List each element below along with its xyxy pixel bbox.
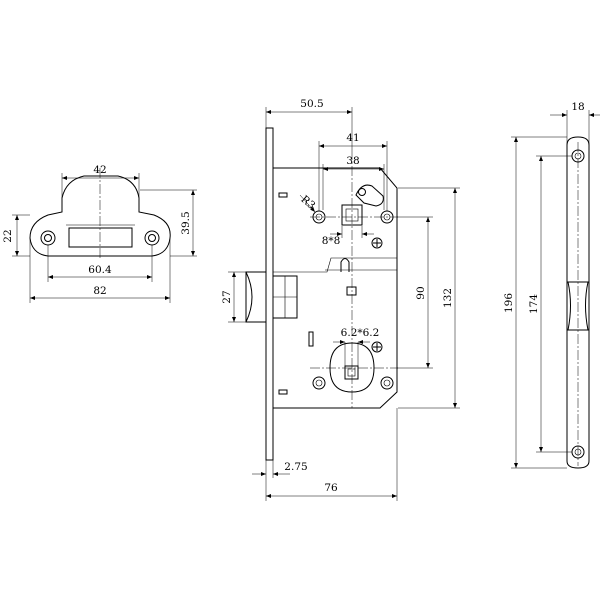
- case-screw-hole-right-lower: [380, 376, 394, 390]
- strike-screw-hole-left: [40, 230, 56, 246]
- dim-faceplate-18: 18: [571, 101, 584, 113]
- phillips-screw-upper: [371, 237, 383, 249]
- lock-case-outline: [272, 167, 398, 409]
- dim-38: 38: [346, 155, 359, 167]
- strike-screw-hole-right: [144, 230, 160, 246]
- dim-cylinder-6-2: 6.2*6.2: [341, 327, 380, 339]
- dim-body-132: 132: [442, 288, 454, 308]
- keyhole-slot: [340, 258, 350, 272]
- dim-backset-50-5: 50.5: [300, 98, 323, 110]
- dim-latch-27: 27: [221, 290, 233, 303]
- dim-faceplate-174: 174: [528, 294, 540, 314]
- dim-41: 41: [346, 132, 359, 144]
- dim-faceplate-196: 196: [503, 293, 515, 313]
- faceplate-latch-opening: [567, 281, 589, 331]
- dim-strike-82: 82: [93, 285, 106, 297]
- strike-latch-slot: [68, 227, 133, 248]
- cylinder-square-6x6: [344, 365, 359, 380]
- dim-spindle-8x8: 8*8: [322, 235, 341, 247]
- dim-center-90: 90: [415, 286, 427, 299]
- dim-faceplate-2-75: 2.75: [284, 461, 307, 473]
- latch-bolt: [245, 271, 298, 323]
- phillips-screw-lower: [371, 341, 383, 353]
- strike-plate-view: 42 22 39.5 60.4 82: [2, 164, 197, 303]
- faceplate-outline: [566, 136, 590, 469]
- dim-strike-42: 42: [93, 164, 106, 176]
- case-screw-hole-left-lower: [312, 376, 326, 390]
- cylinder-cam: [312, 341, 394, 393]
- dim-body-76: 76: [324, 482, 338, 494]
- lock-body-view: 50.5 41 38 R3 8*8 27 90 132: [221, 98, 460, 501]
- dim-strike-22: 22: [2, 229, 14, 242]
- dim-strike-60-4: 60.4: [88, 264, 112, 276]
- lock-faceplate: [265, 127, 274, 461]
- dim-strike-39-5: 39.5: [180, 211, 192, 234]
- faceplate-view: 18 174 196: [503, 101, 600, 469]
